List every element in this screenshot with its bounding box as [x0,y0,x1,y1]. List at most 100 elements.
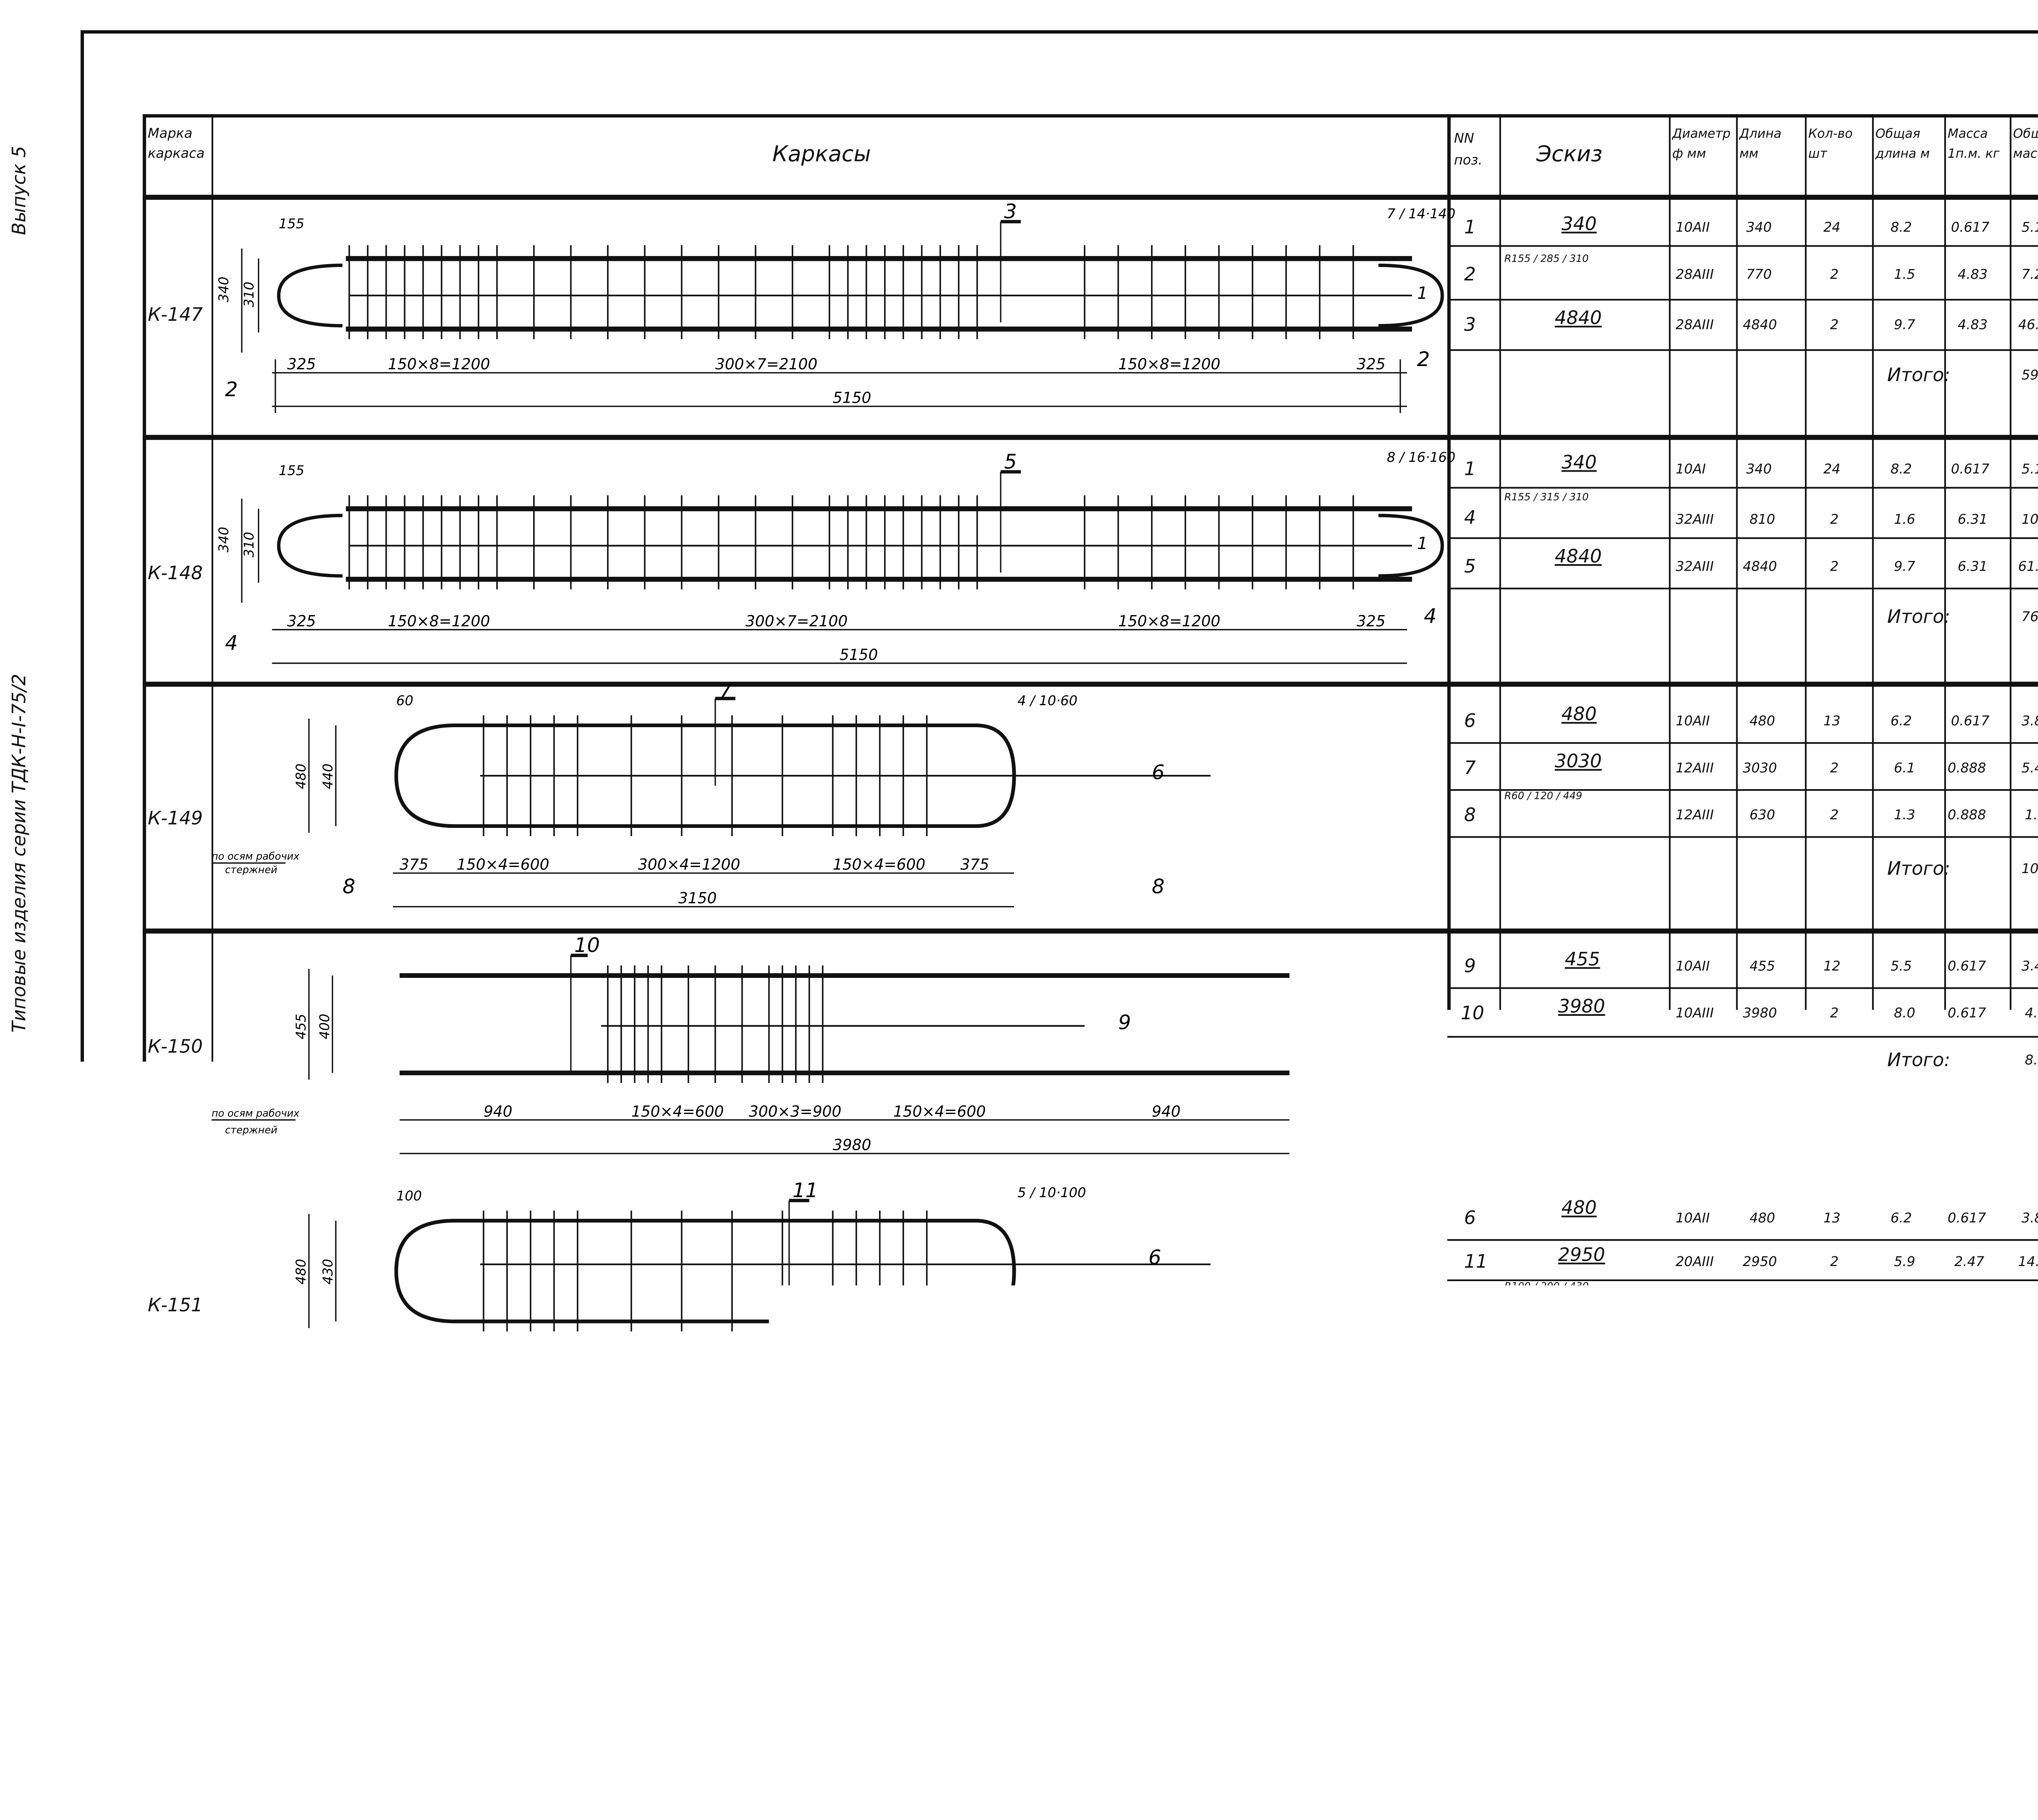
k147-row2-qty: 2 [1830,269,1839,282]
k148-drawing: 5 4 4 1 8 / 16·160 155 340 310 325 150×8… [212,438,1447,682]
k148-row2-tmass: 10.1 [2022,514,2038,527]
k148-row1-dia: 10AI [1676,463,1706,477]
k148-row3-pos: 5 [1464,558,1476,576]
stamp-orig-inv: Инв.№ подл. [27,1668,40,1756]
k150-row1-dia: 10AII [1676,960,1710,974]
k150-row1-sketch: 455 [1565,950,1600,968]
k149-row3-pos: 8 [1464,806,1476,824]
k151-drawing: 11 6 12 12 100 5 / 10·100 480 430 по ося… [212,1177,1447,1429]
svg-text:1: 1 [1417,534,1428,553]
tb-date-4: 20.6 [1968,1723,1992,1734]
k147-row3-len: 4840 [1743,319,1777,333]
tb-name-1: Ларичев [1830,1644,1886,1657]
k149-row1-tlen: 6.2 [1890,715,1912,729]
k150-row2-dia: 10AIII [1676,1008,1714,1021]
svg-text:5 / 10·100: 5 / 10·100 [1017,1185,1086,1200]
k147-row2-pos: 2 [1464,265,1476,284]
tb-role-3: Зам.н.отд. [1770,1696,1830,1707]
k148-row1-len: 340 [1746,463,1772,477]
k150-row2-qty: 2 [1830,1008,1839,1021]
k148-row3-qty: 2 [1830,561,1839,574]
note-3-cont: соответствии с таблицей 46 СН 393-69. [299,1676,723,1694]
k151-row2-tmass: 14.6 [2018,1256,2038,1269]
svg-text:150×8=1200: 150×8=1200 [1118,612,1220,630]
k148-total: 76.4 [2022,611,2038,624]
tb-date-5: 19.6 [1968,1749,1992,1760]
svg-text:150×4=600: 150×4=600 [631,1103,724,1120]
tb-date-7: 19.6 [1968,1797,1990,1807]
k147-row3-sketch: 4840 [1555,309,1601,327]
svg-text:325: 325 [287,612,316,630]
k148-row2-pos: 4 [1464,509,1476,527]
svg-text:150×4=600: 150×4=600 [893,1103,986,1120]
k149-row2-mpm: 0.888 [1948,762,1986,776]
k147-row3-dia: 28AIII [1676,319,1714,333]
k149-row2-qty: 2 [1830,762,1839,776]
stamp-replaces-inv: Взам. инв. [27,1430,40,1503]
k151-total-label: Итого: [1887,1353,1950,1372]
k150-row2-len: 3980 [1743,1008,1777,1021]
svg-text:150×8=1200: 150×8=1200 [388,612,490,630]
k149-row3-dia: 12AIII [1676,809,1714,823]
svg-text:150×4=600: 150×4=600 [833,1355,925,1372]
k147-row3-qty: 2 [1830,319,1839,333]
k150-row2-tmass: 4.9 [2025,1008,2038,1021]
svg-text:940: 940 [483,1103,512,1120]
k149-row1-dia: 10AII [1676,715,1710,729]
svg-text:155: 155 [279,463,304,479]
frame-mark-k151: К-151 [148,1296,203,1315]
k149-row2-tlen: 6.1 [1894,762,1915,776]
tb-role-7: Провер. [1770,1797,1812,1807]
k151-row1-tlen: 6.2 [1890,1212,1912,1226]
svg-text:150×8=1200: 150×8=1200 [388,355,490,373]
k150-row1-pos: 9 [1464,957,1476,975]
svg-text:440: 440 [320,763,336,789]
k147-row1-len: 340 [1746,222,1772,235]
svg-text:5150: 5150 [833,389,871,407]
k151-row3-tmass: 3.7 [2022,1310,2038,1323]
k149-row2-dia: 12AIII [1676,762,1714,776]
tb-date-3: 19.6 [1968,1696,1992,1707]
k148-row3-len: 4840 [1743,561,1777,574]
tb-col-doc: N докум. [1830,1620,1881,1631]
svg-text:12: 12 [342,1370,368,1394]
svg-text:325: 325 [1356,355,1385,373]
svg-text:340: 340 [216,277,232,302]
svg-text:5150: 5150 [840,646,878,664]
frame-mark-k147: К-147 [148,306,203,324]
k148-row2-qty: 2 [1830,514,1839,527]
note-1: 1. Плоские каркасы изготавливать при пом… [269,1551,1188,1570]
svg-text:2: 2 [1417,347,1430,371]
k150-row2-tlen: 8.0 [1894,1008,1915,1021]
tb-role-4: Глав.спец. [1770,1723,1830,1734]
k148-row1-pos: 1 [1464,460,1476,479]
svg-text:6: 6 [1152,760,1165,784]
svg-text:60: 60 [396,693,413,708]
k149-row2-pos: 7 [1464,759,1476,777]
k147-row1-tlen: 8.2 [1890,222,1912,235]
svg-text:2: 2 [225,377,238,401]
tb-name-4: Бочаров [1830,1723,1885,1735]
header-length: Длина мм [1739,124,1803,165]
k151-row3-dia: 20AIII [1676,1310,1714,1323]
k150-row1-tlen: 5.5 [1890,960,1912,974]
k149-row3-len: 630 [1749,809,1775,823]
k150-drawing: 10 9 455 400 по осям рабочих стержней 94… [212,932,1447,1174]
tb-role-1: Гл.инж.пр. [1770,1644,1831,1655]
header-total-length: Общая длина м [1875,124,1943,165]
svg-text:300×7=2100: 300×7=2100 [715,355,818,373]
svg-text:по осям рабо-: по осям рабо- [212,1359,285,1371]
tb-name-5: Неустроев [1830,1749,1900,1762]
svg-text:11: 11 [792,1178,818,1202]
k149-row1-mpm: 0.617 [1951,715,1989,729]
stamp-sign-date-1: Подп. и дата [27,1195,40,1286]
svg-text:150×4=600: 150×4=600 [453,1355,546,1372]
svg-text:3980: 3980 [833,1136,871,1154]
k148-row2-mpm: 6.31 [1958,514,1987,527]
svg-text:375: 375 [399,1355,428,1372]
svg-text:455: 455 [293,1014,309,1039]
k148-row1-qty: 24 [1823,463,1840,477]
issue-label: Выпуск 5 [10,146,29,235]
svg-text:стержней: стержней [225,864,278,876]
